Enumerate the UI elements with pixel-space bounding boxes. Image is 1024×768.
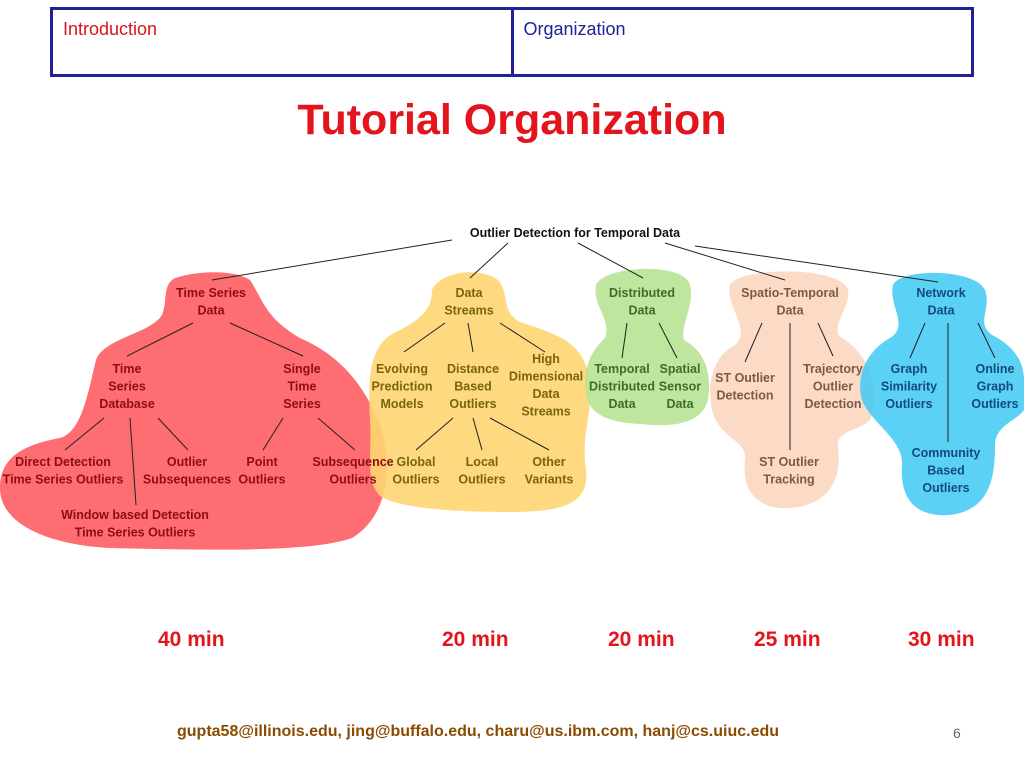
time-time-series: 40 min [158,628,225,651]
root-node: Outlier Detection for Temporal Data [470,226,681,240]
page-number: 6 [953,725,961,741]
tree-lines [64,239,996,506]
spatio-temporal-blob [710,271,875,509]
time-spatio-temporal: 25 min [754,628,821,651]
data-streams-blob [369,272,591,512]
footer-emails: gupta58@illinois.edu, jing@buffalo.edu, … [177,723,780,740]
nav-organization[interactable]: Organization [523,19,626,39]
header-nav: Introduction Organization [50,7,974,77]
time-series-blob [0,272,387,550]
slide-title: Tutorial Organization [297,96,727,144]
distributed-data-blob [585,268,710,426]
time-network: 30 min [908,628,975,651]
nav-introduction[interactable]: Introduction [53,10,514,74]
time-data-streams: 20 min [442,628,509,651]
time-distributed: 20 min [608,628,675,651]
